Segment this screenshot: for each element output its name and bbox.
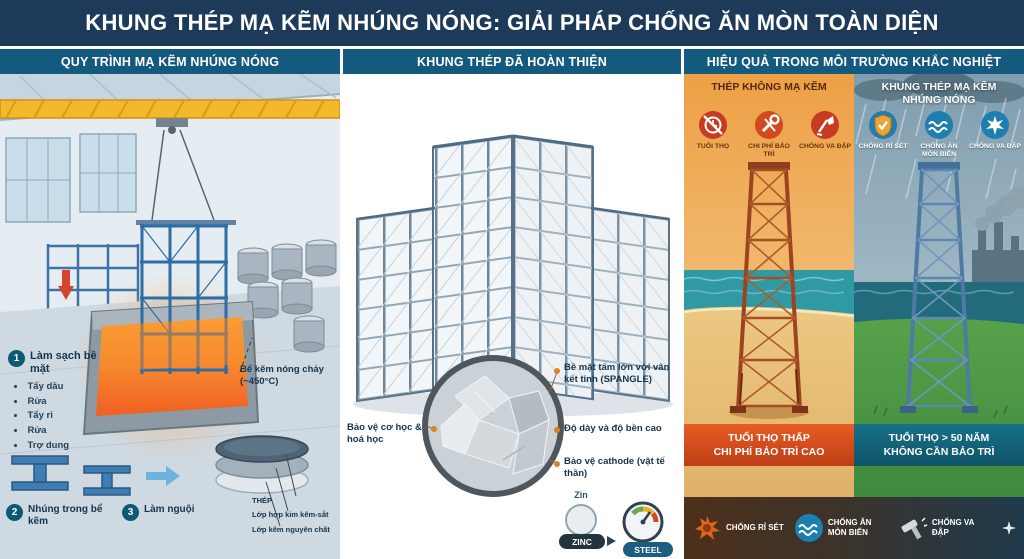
steel-pill: STEEL [623,542,673,557]
process-step-3: 3 Làm nguội [122,504,218,521]
panel-finished-frame: KHUNG THÉP ĐÃ HOÀN THIỆN [343,49,681,559]
step-3-label: Làm nguội [144,504,195,515]
finished-panel-header: KHUNG THÉP ĐÃ HOÀN THIỆN [343,49,681,74]
rust-burst-icon [695,516,720,540]
galvanized-icon-row: CHỐNG RỈ SÉT CHỐNG ĂN MÒN BIỂN [854,110,1024,160]
layer-steel-label: THÉP [252,496,273,505]
step-1-badge: 1 [8,350,25,367]
finished-panel-body: Bảo vệ cơ học & hoá học Bề mặt tấm lớn v… [343,74,681,559]
layer-alloy-label: Lớp hợp kim kẽm-sắt [252,510,329,520]
callout-dot [554,427,560,433]
zinc-pill: ZINC [559,534,605,549]
panel-galvanizing-process: QUY TRÌNH MẠ KẼM NHÚNG NÓNG [0,49,340,559]
page-title: KHUNG THÉP MẠ KẼM NHÚNG NÓNG: GIẢI PHÁP … [85,10,939,35]
galvanized-column: KHUNG THÉP MẠ KẼM NHÚNG NÓNG CHỐNG RỈ SÉ… [854,74,1024,497]
bath-temp-line1: Bể kẽm nóng chảy [240,364,324,375]
spangle-magnifier [422,355,564,497]
i-beam-profiles [11,455,131,496]
cleaning-step-item: Rửa [14,424,98,439]
impact-icon [981,111,1009,139]
anti-rust-shield-icon [869,111,897,139]
arrow-right-icon [607,536,616,546]
maintenance-cost-icon [755,111,783,139]
comparison-panel-title: HIỆU QUẢ TRONG MÔI TRƯỜNG KHẮC NGHIỆT [706,54,1002,69]
cleaning-steps-list: Tẩy dầu Rửa Tẩy rỉ Rửa Trợ dung [14,380,98,454]
hammer-icon [901,517,928,540]
cleaning-step-item: Trợ dung [14,439,98,454]
title-bar: KHUNG THÉP MẠ KẼM NHÚNG NÓNG: GIẢI PHÁP … [0,0,1024,46]
cleaning-step-item: Tẩy rỉ [14,409,98,424]
process-step-2: 2 Nhúng trong bể kẽm [6,504,116,528]
coating-disc-stack [215,435,309,527]
callout-cathode: Bảo vệ cathode (vật tế thần) [564,456,665,480]
layer-pure-zinc-label: Lớp kẽm nguyên chất [252,524,330,534]
steel-building-scene [353,134,673,543]
no-impact-item: CHỐNG VA ĐẬP [798,110,852,160]
process-step-1: 1 Làm sạch bề mặt [8,350,108,376]
bare-steel-banner-line1: TUỔI THỌ THẤP [728,431,810,444]
galvanized-title: KHUNG THÉP MẠ KẼM NHÚNG NÓNG [881,81,997,107]
callout-dot [554,368,560,374]
bare-steel-banner: TUỔI THỌ THẤP CHI PHÍ BẢO TRÌ CAO [684,424,854,466]
panel-environment-comparison: HIỆU QUẢ TRONG MÔI TRƯỜNG KHẮC NGHIỆT [684,49,1024,559]
step-1-label: Làm sạch bề mặt [30,350,97,376]
step-2-label: Nhúng trong bể kẽm [28,504,103,527]
benefits-strip: CHỐNG RỈ SÉT CHỐNG ĂN MÒN BIỂN [684,497,1024,559]
cleaning-step-item: Rửa [14,395,98,410]
bath-temp-line2: (~450°C) [240,376,279,388]
bath-temp-label: Bể kẽm nóng chảy (~450°C) [240,364,336,389]
sea-wave-icon [794,514,823,542]
galvanized-banner-line2: KHÔNG CẦN BẢO TRÌ [883,446,995,458]
no-lifespan-item: TUỔI THỌ [686,110,740,160]
rusty-tower [730,162,808,413]
factory-windows [5,133,137,223]
anti-rust-item: CHỐNG RỈ SÉT [856,110,910,160]
cooling-arrow-icon [146,466,180,486]
callout-dot [554,461,560,467]
finished-panel-title: KHUNG THÉP ĐÃ HOÀN THIỆN [417,54,607,69]
strip-impact-item: CHỐNG VA ĐẬP [898,513,992,543]
dip-arrow-icon [58,270,74,300]
zinc-meter-gauge [565,501,664,543]
sea-corrosion-icon [925,111,953,139]
coating-layer-labels: THÉP Lớp hợp kim kẽm-sắt Lớp kẽm nguyên … [252,494,338,537]
galvanized-tower [900,162,978,413]
bare-steel-banner-line2: CHI PHÍ BẢO TRÌ CAO [713,446,825,458]
no-lifespan-icon [699,111,727,139]
strip-rust-item: CHỐNG RỈ SÉT [692,513,784,543]
callout-thickness: Độ dày và độ bền cao [564,423,662,434]
factory-scene [0,74,340,559]
impact-item: CHỐNG VA ĐẬP [968,110,1022,160]
bare-steel-title: THÉP KHÔNG MẠ KẼM [711,81,827,93]
maintenance-cost-item: CHI PHÍ BẢO TRÌ [742,110,796,160]
steel-barrels [237,239,337,353]
step-3-badge: 3 [122,504,139,521]
strip-sea-item: CHỐNG ĂN MÒN BIỂN [794,513,888,543]
galvanized-banner: TUỔI THỌ > 50 NĂM KHÔNG CẦN BẢO TRÌ [854,424,1024,466]
overhead-crane [0,99,340,221]
process-panel-body: 1 Làm sạch bề mặt Tẩy dầu Rửa Tẩy rỉ Rửa… [0,74,340,559]
callout-spangle: Bề mặt tấm lớn với vân kết tinh (SPANGLE… [564,362,670,386]
sparkle-icon [1001,521,1016,535]
callout-mechanical-protection: Bảo vệ cơ học & hoá học [347,422,422,446]
process-panel-title: QUY TRÌNH MẠ KẼM NHÚNG NÓNG [60,54,280,69]
zin-circle-label: Zin [574,490,588,500]
bare-steel-column: THÉP KHÔNG MẠ KẼM TUỔI THỌ [684,74,854,497]
sea-corrosion-item: CHỐNG ĂN MÒN BIỂN [912,110,966,160]
callout-dot [431,426,437,432]
process-panel-header: QUY TRÌNH MẠ KẼM NHÚNG NÓNG [0,49,340,74]
comparison-panel-header: HIỆU QUẢ TRONG MÔI TRƯỜNG KHẮC NGHIỆT [684,49,1024,74]
factory-silhouette [972,187,1024,284]
bare-steel-icon-row: TUỔI THỌ CHI PHÍ BẢO TRÌ [684,110,854,160]
comparison-panel-body: THÉP KHÔNG MẠ KẼM TUỔI THỌ [684,74,1024,559]
cleaning-step-item: Tẩy dầu [14,380,98,395]
step-2-badge: 2 [6,504,23,521]
steel-building-frame [356,134,670,403]
no-impact-icon [811,111,839,139]
galvanized-banner-line1: TUỔI THỌ > 50 NĂM [888,431,990,444]
